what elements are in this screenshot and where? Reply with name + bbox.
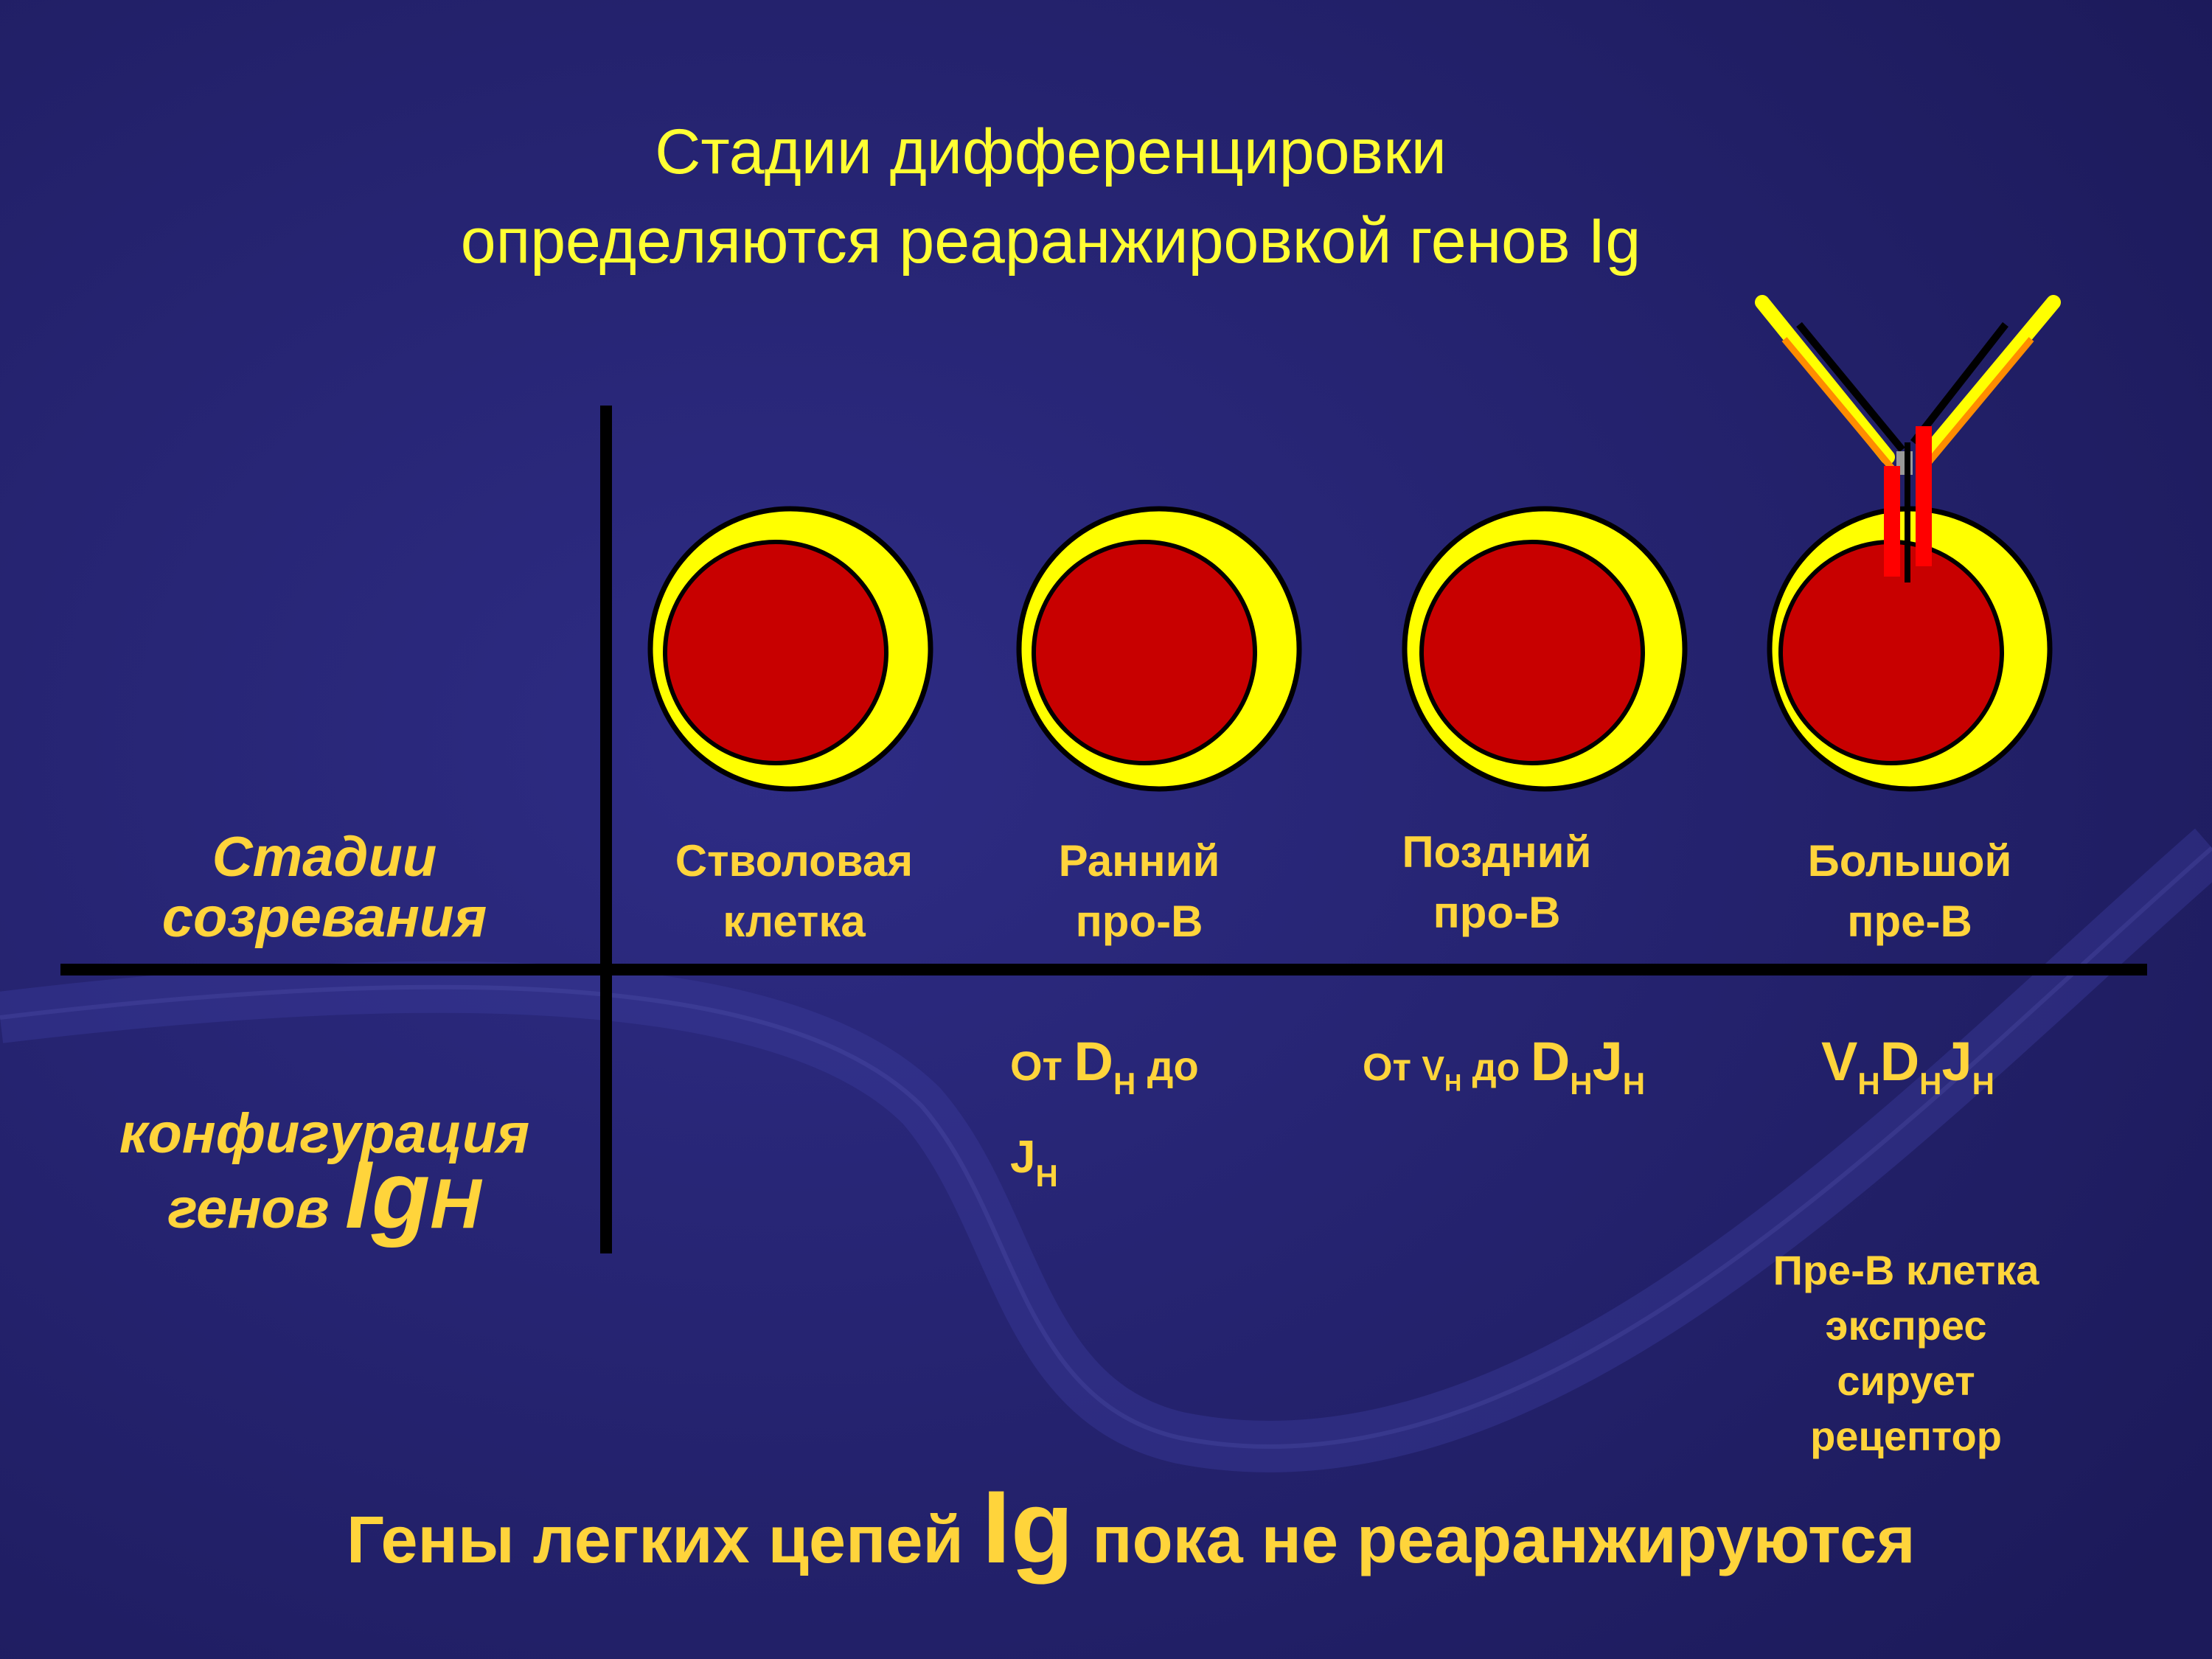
- pre-b-receptor-icon: [1762, 302, 2053, 582]
- cell-icon: [650, 509, 931, 789]
- cell-icon: [1405, 509, 1685, 789]
- stage-label-stem-cell: Стволовая клетка: [647, 831, 942, 952]
- title-line-2: определяются реаранжировкой генов Ig: [0, 198, 2101, 285]
- pre-b-receptor-note: Пре-В клетка экспрес сирует рецептор: [1722, 1242, 2090, 1464]
- footer-prefix: Гены легких цепей: [347, 1503, 982, 1577]
- cell-icon: [1019, 509, 1299, 789]
- row-header-config: конфигурация генов IgH: [44, 1043, 605, 1239]
- gene-config-early-pro-b: От DH до JH: [1010, 1025, 1199, 1213]
- row-header-stages: Стадии созревания: [44, 827, 605, 948]
- footer-ig: Ig: [982, 1469, 1074, 1585]
- gene-config-large-pre-b: VHDHJH: [1821, 1025, 1994, 1121]
- gene-config-late-pro-b: От VH до DHJH: [1363, 1025, 1645, 1121]
- footer-suffix: пока не реаранжируются: [1074, 1503, 1915, 1577]
- row-header-config-suffix: H: [430, 1164, 481, 1243]
- stage-label-late-pro-b: Поздний про-В: [1349, 822, 1644, 943]
- stage-label-early-pro-b: Ранний про-В: [992, 831, 1287, 952]
- title-line-1: Стадии дифференцировки: [0, 108, 2101, 195]
- stage-label-large-pre-b: Большой пре-В: [1762, 831, 2057, 952]
- row-header-config-ig: Ig: [345, 1141, 431, 1248]
- footer-statement: Гены легких цепей Ig пока не реаранжирую…: [0, 1467, 2212, 1587]
